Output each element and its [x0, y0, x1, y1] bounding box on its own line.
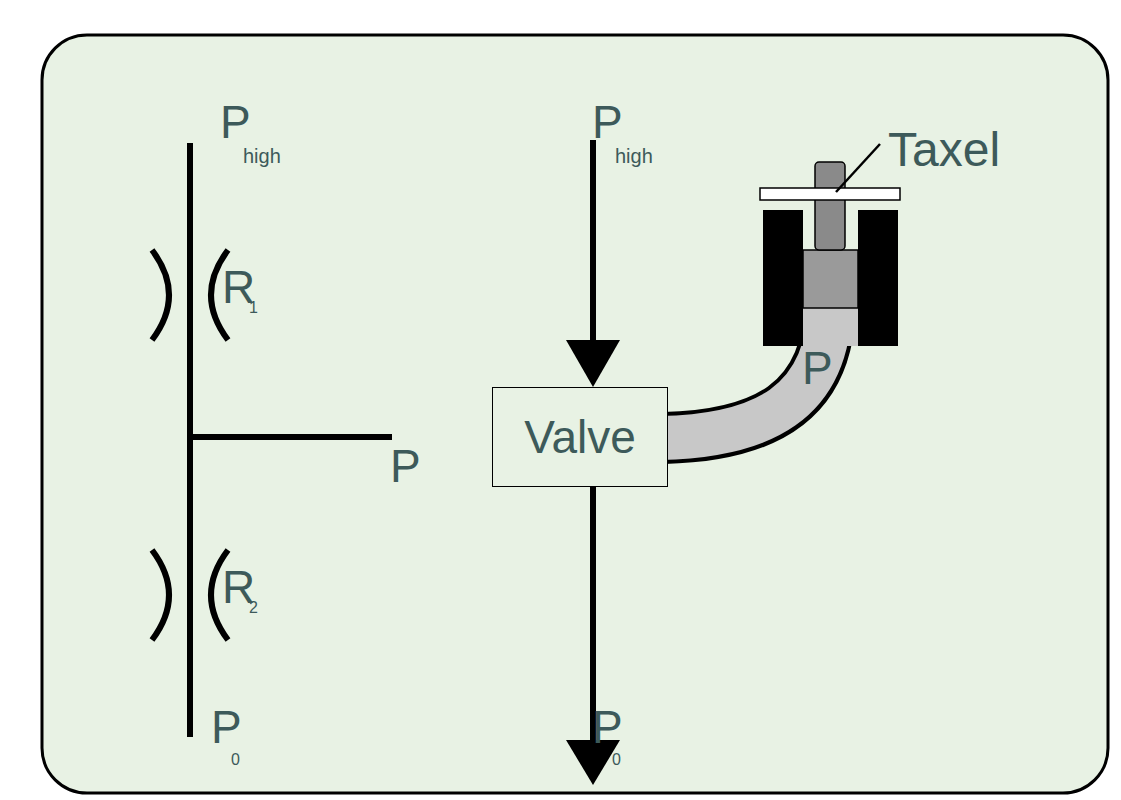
node-label: Valve	[524, 414, 636, 460]
subscript: 0	[231, 752, 240, 768]
subscript: 2	[249, 600, 258, 616]
panel	[42, 35, 1108, 793]
subscript: high	[615, 146, 653, 166]
valve-box: Valve	[492, 387, 668, 487]
leader-line	[836, 144, 880, 192]
label-main: P	[802, 345, 833, 391]
label-main: P	[220, 99, 251, 145]
cylinder-wall	[858, 210, 898, 346]
part-name: Taxel	[888, 126, 1000, 174]
contact-plate	[760, 188, 900, 200]
label-main: P	[211, 704, 242, 750]
subscript: 1	[249, 300, 258, 316]
label-main: P	[592, 99, 623, 145]
subscript: high	[243, 146, 281, 166]
flow-arrow	[590, 140, 596, 345]
piston	[803, 250, 858, 308]
branch-line	[190, 434, 392, 440]
label-main: P	[390, 443, 421, 489]
resistor-symbol	[152, 250, 169, 340]
cylinder-wall	[763, 210, 803, 346]
arrow-head	[566, 340, 620, 387]
resistor-symbol	[152, 550, 169, 640]
subscript: 0	[612, 752, 621, 768]
label-main: P	[592, 704, 623, 750]
piston-rod	[815, 162, 845, 250]
